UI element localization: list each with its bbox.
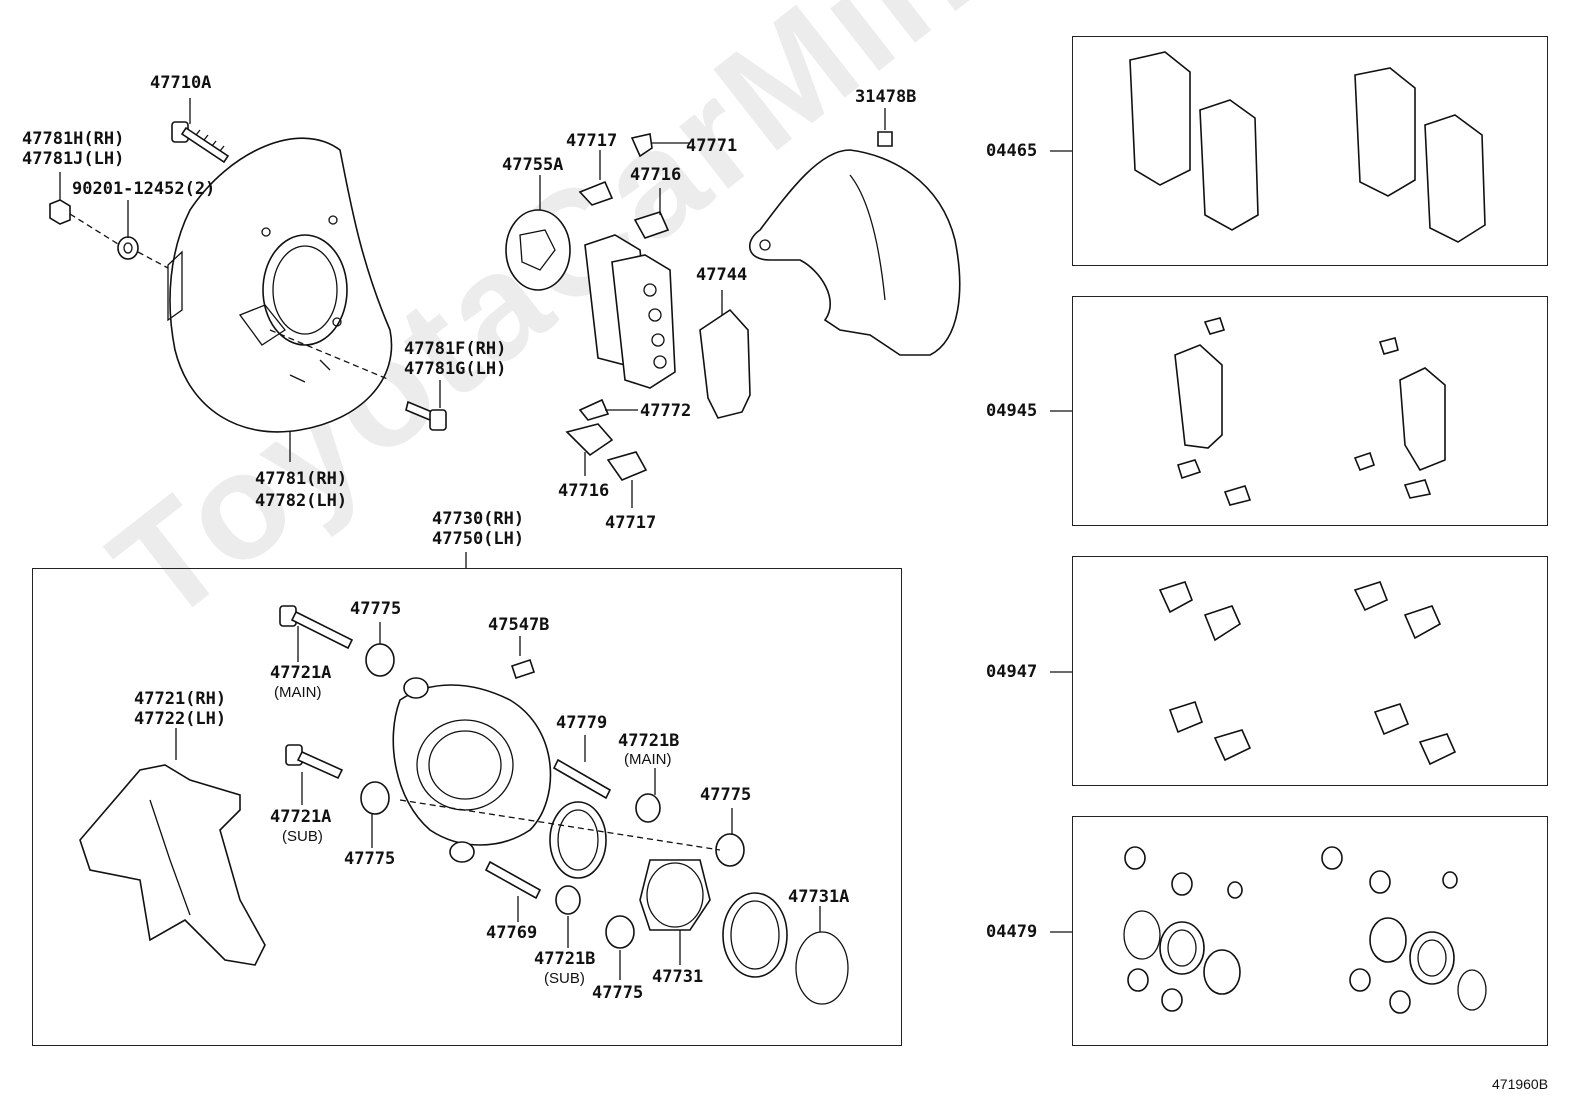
diagram-code: 471960B (1492, 1076, 1549, 1092)
torque-plate-drawing (79, 764, 266, 966)
part-label-47716-bottom[interactable]: 47716 (558, 481, 610, 501)
part-label-47775-d[interactable]: 47775 (592, 983, 644, 1003)
boots-and-bushings-drawing (360, 643, 745, 949)
kit-04465-drawing (1129, 51, 1486, 243)
part-label-47731[interactable]: 47731 (652, 967, 704, 987)
part-label-47771[interactable]: 47771 (686, 136, 738, 156)
pad-clips-drawing (565, 133, 670, 481)
part-label-47721B-main[interactable]: 47721B (618, 731, 680, 751)
anti-squeal-shim-drawing (505, 209, 571, 291)
part-label-47716-top[interactable]: 47716 (630, 165, 682, 185)
shim-47744-drawing (699, 308, 751, 419)
bolt-47710A-drawing (171, 121, 230, 164)
kit-box-04947 (1072, 556, 1548, 786)
leader-lines (59, 98, 886, 568)
part-label-47775-b[interactable]: 47775 (700, 785, 752, 805)
part-label-31478B[interactable]: 31478B (855, 87, 917, 107)
nut-and-washer-drawing (49, 199, 169, 269)
part-label-47781H[interactable]: 47781H(RH) (22, 129, 125, 149)
piston-and-seals-drawing (549, 801, 849, 1005)
part-label-47744[interactable]: 47744 (696, 265, 748, 285)
kit-04479-drawing (1123, 846, 1487, 1014)
part-label-47721A-main[interactable]: 47721A (270, 663, 332, 683)
kit-box-04945 (1072, 296, 1548, 526)
part-label-47775-c[interactable]: 47775 (344, 849, 396, 869)
part-label-47781J[interactable]: 47781J(LH) (22, 149, 125, 169)
label-sub-a: (SUB) (282, 828, 323, 845)
slide-pins-drawing (279, 605, 612, 900)
kit-label-04479[interactable]: 04479 (986, 922, 1038, 942)
part-label-47769[interactable]: 47769 (486, 923, 538, 943)
part-label-47782[interactable]: 47782(LH) (255, 491, 348, 511)
part-label-47755A[interactable]: 47755A (502, 155, 564, 175)
part-label-47731A[interactable]: 47731A (788, 887, 850, 907)
part-label-90201[interactable]: 90201-12452(2) (72, 179, 216, 199)
part-label-47717-top[interactable]: 47717 (566, 131, 618, 151)
caliper-bracket-upper-drawing (749, 131, 961, 356)
part-label-47722[interactable]: 47722(LH) (134, 709, 227, 729)
part-label-47721A-sub[interactable]: 47721A (270, 807, 332, 827)
label-main-a: (MAIN) (274, 684, 322, 701)
part-label-47547B[interactable]: 47547B (488, 615, 550, 635)
caliper-assembly-box (32, 568, 902, 1046)
part-label-47721B-sub[interactable]: 47721B (534, 949, 596, 969)
kit-box-04465 (1072, 36, 1548, 266)
label-main-b: (MAIN) (624, 751, 672, 768)
part-label-47710A[interactable]: 47710A (150, 73, 212, 93)
kit-label-04945[interactable]: 04945 (986, 401, 1038, 421)
part-label-47781F[interactable]: 47781F(RH) (404, 339, 507, 359)
part-label-47772[interactable]: 47772 (640, 401, 692, 421)
label-sub-b: (SUB) (544, 970, 585, 987)
part-label-47717-bottom[interactable]: 47717 (605, 513, 657, 533)
part-label-47781[interactable]: 47781(RH) (255, 469, 348, 489)
brake-pads-drawing (584, 234, 676, 389)
part-label-47779[interactable]: 47779 (556, 713, 608, 733)
part-label-47781G[interactable]: 47781G(LH) (404, 359, 507, 379)
part-label-47730[interactable]: 47730(RH) (432, 509, 525, 529)
kit-label-04465[interactable]: 04465 (986, 141, 1038, 161)
kit-04945-drawing (1174, 317, 1446, 506)
dust-shield-drawing (167, 137, 393, 433)
bolt-47781F-drawing (269, 329, 447, 431)
kit-04947-drawing (1158, 581, 1457, 766)
part-label-47750[interactable]: 47750(LH) (432, 529, 525, 549)
kit-leaders (1050, 150, 1072, 933)
caliper-leaders (175, 622, 821, 980)
kit-label-04947[interactable]: 04947 (986, 662, 1038, 682)
kit-box-04479 (1072, 816, 1548, 1046)
part-label-47775-a[interactable]: 47775 (350, 599, 402, 619)
part-label-47721[interactable]: 47721(RH) (134, 689, 227, 709)
